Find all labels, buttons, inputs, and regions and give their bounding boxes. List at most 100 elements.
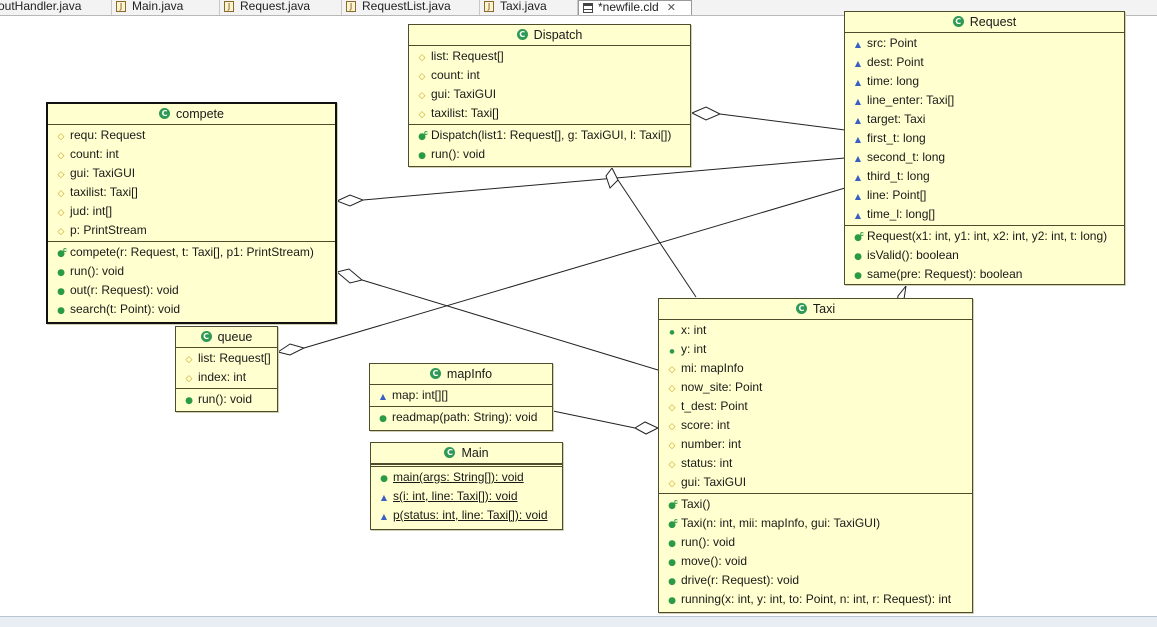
public-constructor-icon: ●: [854, 233, 862, 243]
method-row[interactable]: ●search(t: Point): void: [48, 300, 335, 319]
field-text: list: Request[]: [198, 351, 271, 365]
field-row[interactable]: ▲line_enter: Taxi[]: [845, 91, 1124, 110]
field-text: src: Point: [867, 36, 918, 50]
field-row[interactable]: ▲dest: Point: [845, 53, 1124, 72]
field-row[interactable]: ▲third_t: long: [845, 167, 1124, 186]
field-text: gui: TaxiGUI: [70, 166, 136, 180]
method-row[interactable]: ●run(): void: [659, 533, 972, 552]
field-row[interactable]: ▲map: int[][]: [370, 386, 552, 405]
tab-outhandler[interactable]: outHandler.java: [0, 0, 112, 15]
field-row[interactable]: ●x: int: [659, 321, 972, 340]
method-row[interactable]: ●run(): void: [48, 262, 335, 281]
method-text: running(x: int, y: int, to: Point, n: in…: [681, 592, 952, 606]
method-row[interactable]: ▲p(status: int, line: Taxi[]): void: [371, 506, 562, 525]
method-row[interactable]: ●same(pre: Request): boolean: [845, 265, 1124, 284]
public-icon: ●: [668, 577, 676, 587]
field-row[interactable]: ▲target: Taxi: [845, 110, 1124, 129]
field-row[interactable]: ◇gui: TaxiGUI: [409, 85, 690, 104]
field-row[interactable]: ◇gui: TaxiGUI: [659, 473, 972, 492]
field-row[interactable]: ◇number: int: [659, 435, 972, 454]
protected-icon: ◇: [668, 460, 676, 470]
field-row[interactable]: ◇list: Request[]: [176, 349, 277, 368]
protected-icon: ◇: [57, 208, 65, 218]
field-row[interactable]: ▲time: long: [845, 72, 1124, 91]
field-row[interactable]: ▲line: Point[]: [845, 186, 1124, 205]
class-name: Dispatch: [533, 28, 583, 42]
public-icon: ●: [418, 151, 426, 161]
field-row[interactable]: ◇count: int: [409, 66, 690, 85]
method-text: Request(x1: int, y1: int, x2: int, y2: i…: [867, 229, 1108, 243]
field-row[interactable]: ▲time_l: long[]: [845, 205, 1124, 224]
field-row[interactable]: ◇list: Request[]: [409, 47, 690, 66]
close-tab-icon[interactable]: ✕: [666, 2, 676, 14]
field-row[interactable]: ◇t_dest: Point: [659, 397, 972, 416]
field-row[interactable]: ◇taxilist: Taxi[]: [409, 104, 690, 123]
method-row[interactable]: ●run(): void: [176, 390, 277, 409]
method-row[interactable]: ●run(): void: [409, 145, 690, 164]
method-row[interactable]: ●readmap(path: String): void: [370, 408, 552, 427]
method-row[interactable]: ●out(r: Request): void: [48, 281, 335, 300]
field-row[interactable]: ▲src: Point: [845, 34, 1124, 53]
method-text: s(i: int, line: Taxi[]): void: [393, 489, 518, 503]
field-row[interactable]: ◇gui: TaxiGUI: [48, 164, 335, 183]
field-text: jud: int[]: [70, 204, 113, 218]
package-icon: ▲: [379, 392, 387, 401]
field-text: count: int: [70, 147, 119, 161]
class-name: queue: [217, 330, 253, 344]
diamond-taxi: [633, 421, 660, 435]
field-row[interactable]: ▲second_t: long: [845, 148, 1124, 167]
tab-label: Main.java: [132, 0, 184, 13]
method-row[interactable]: ●drive(r: Request): void: [659, 571, 972, 590]
field-row[interactable]: ▲first_t: long: [845, 129, 1124, 148]
protected-icon: ◇: [668, 384, 676, 394]
public-field-icon: ●: [669, 348, 675, 355]
field-row[interactable]: ●y: int: [659, 340, 972, 359]
field-row[interactable]: ◇count: int: [48, 145, 335, 164]
field-row[interactable]: ◇status: int: [659, 454, 972, 473]
public-icon: ●: [57, 306, 65, 316]
field-row[interactable]: ◇taxilist: Taxi[]: [48, 183, 335, 202]
protected-icon: ◇: [57, 227, 65, 237]
field-row[interactable]: ◇ jud: int[]: [48, 202, 335, 221]
method-row[interactable]: ▲ s(i: int, line: Taxi[]): void: [371, 487, 562, 506]
field-text: line: Point[]: [867, 188, 927, 202]
field-row[interactable]: ◇p: PrintStream: [48, 221, 335, 240]
package-static-icon: ▲: [380, 493, 388, 502]
public-constructor-icon: ●: [668, 520, 676, 530]
field-row[interactable]: ◇requ: Request: [48, 126, 335, 145]
method-row[interactable]: ● running(x: int, y: int, to: Point, n: i…: [659, 590, 972, 609]
field-row[interactable]: ◇mi: mapInfo: [659, 359, 972, 378]
method-row[interactable]: ●main(args: String[]): void: [371, 468, 562, 487]
public-constructor-icon: ●: [668, 501, 676, 511]
protected-icon: ◇: [418, 72, 426, 82]
method-row[interactable]: ●isValid(): boolean: [845, 246, 1124, 265]
tab-main[interactable]: J Main.java: [112, 0, 220, 15]
field-row[interactable]: ◇index: int: [176, 368, 277, 387]
field-row[interactable]: ◇now_site: Point: [659, 378, 972, 397]
field-row[interactable]: ◇score: int: [659, 416, 972, 435]
field-text: gui: TaxiGUI: [681, 475, 747, 489]
edge-request-queue: [303, 187, 846, 349]
tab-label: Taxi.java: [500, 0, 547, 13]
java-file-icon: J: [116, 1, 126, 13]
public-icon: ●: [668, 596, 676, 606]
tab-newfile-cld[interactable]: *newfile.cld✕: [578, 0, 692, 15]
method-row[interactable]: ●move(): void: [659, 552, 972, 571]
